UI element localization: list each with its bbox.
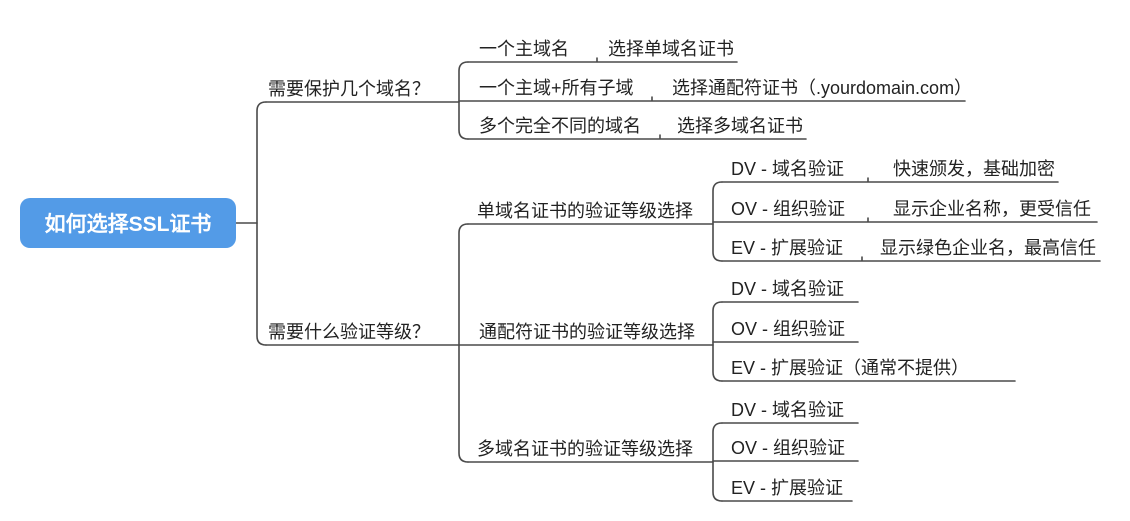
underline-one-main-domain-row	[467, 57, 738, 63]
node-wildcard-ev[interactable]: EV - 扩展验证（通常不提供）	[731, 358, 970, 378]
connector-branch-validation-bracket	[458, 223, 469, 463]
node-wildcard-ov[interactable]: OV - 组织验证	[731, 319, 846, 339]
branch-domains-question[interactable]: 需要保护几个域名？	[268, 79, 430, 99]
node-one-main-domain[interactable]: 一个主域名	[479, 39, 569, 59]
node-single-dv[interactable]: DV - 域名验证	[731, 159, 845, 179]
node-multiple-different-domains[interactable]: 多个完全不同的域名	[479, 116, 641, 136]
underline-single-dv-row	[721, 177, 1059, 183]
underline-single-ov-row	[712, 217, 1098, 223]
connector-multi-domain-bracket	[712, 422, 723, 502]
underline-main-plus-subdomains-row	[458, 96, 966, 102]
node-single-ov-desc[interactable]: 显示企业名称，更受信任	[893, 199, 1091, 219]
node-choose-multi-domain-cert[interactable]: 选择多域名证书	[677, 116, 803, 136]
node-wildcard-validation-choice[interactable]: 通配符证书的验证等级选择	[479, 322, 695, 342]
node-single-dv-desc[interactable]: 快速颁发，基础加密	[893, 159, 1055, 179]
underline-single-ev-row	[721, 256, 1101, 262]
node-choose-wildcard-cert[interactable]: 选择通配符证书（.yourdomain.com）	[672, 78, 973, 98]
node-single-ev[interactable]: EV - 扩展验证	[731, 238, 844, 258]
node-single-ov[interactable]: OV - 组织验证	[731, 199, 846, 219]
node-choose-single-domain-cert[interactable]: 选择单域名证书	[608, 39, 734, 59]
node-wildcard-dv[interactable]: DV - 域名验证	[731, 279, 845, 299]
branch-validation-question[interactable]: 需要什么验证等级？	[268, 322, 430, 342]
node-single-domain-validation-choice[interactable]: 单域名证书的验证等级选择	[477, 201, 693, 221]
node-single-ev-desc[interactable]: 显示绿色企业名，最高信任	[880, 238, 1096, 258]
node-multi-ev[interactable]: EV - 扩展验证	[731, 478, 844, 498]
node-multi-domain-validation-choice[interactable]: 多域名证书的验证等级选择	[477, 439, 693, 459]
root-node[interactable]: 如何选择SSL证书	[20, 198, 236, 248]
underline-multiple-domains-row	[467, 134, 807, 140]
node-main-plus-subdomains[interactable]: 一个主域+所有子域	[479, 78, 634, 98]
node-multi-ov[interactable]: OV - 组织验证	[731, 438, 846, 458]
node-multi-dv[interactable]: DV - 域名验证	[731, 400, 845, 420]
connector-root-bracket	[256, 101, 267, 346]
